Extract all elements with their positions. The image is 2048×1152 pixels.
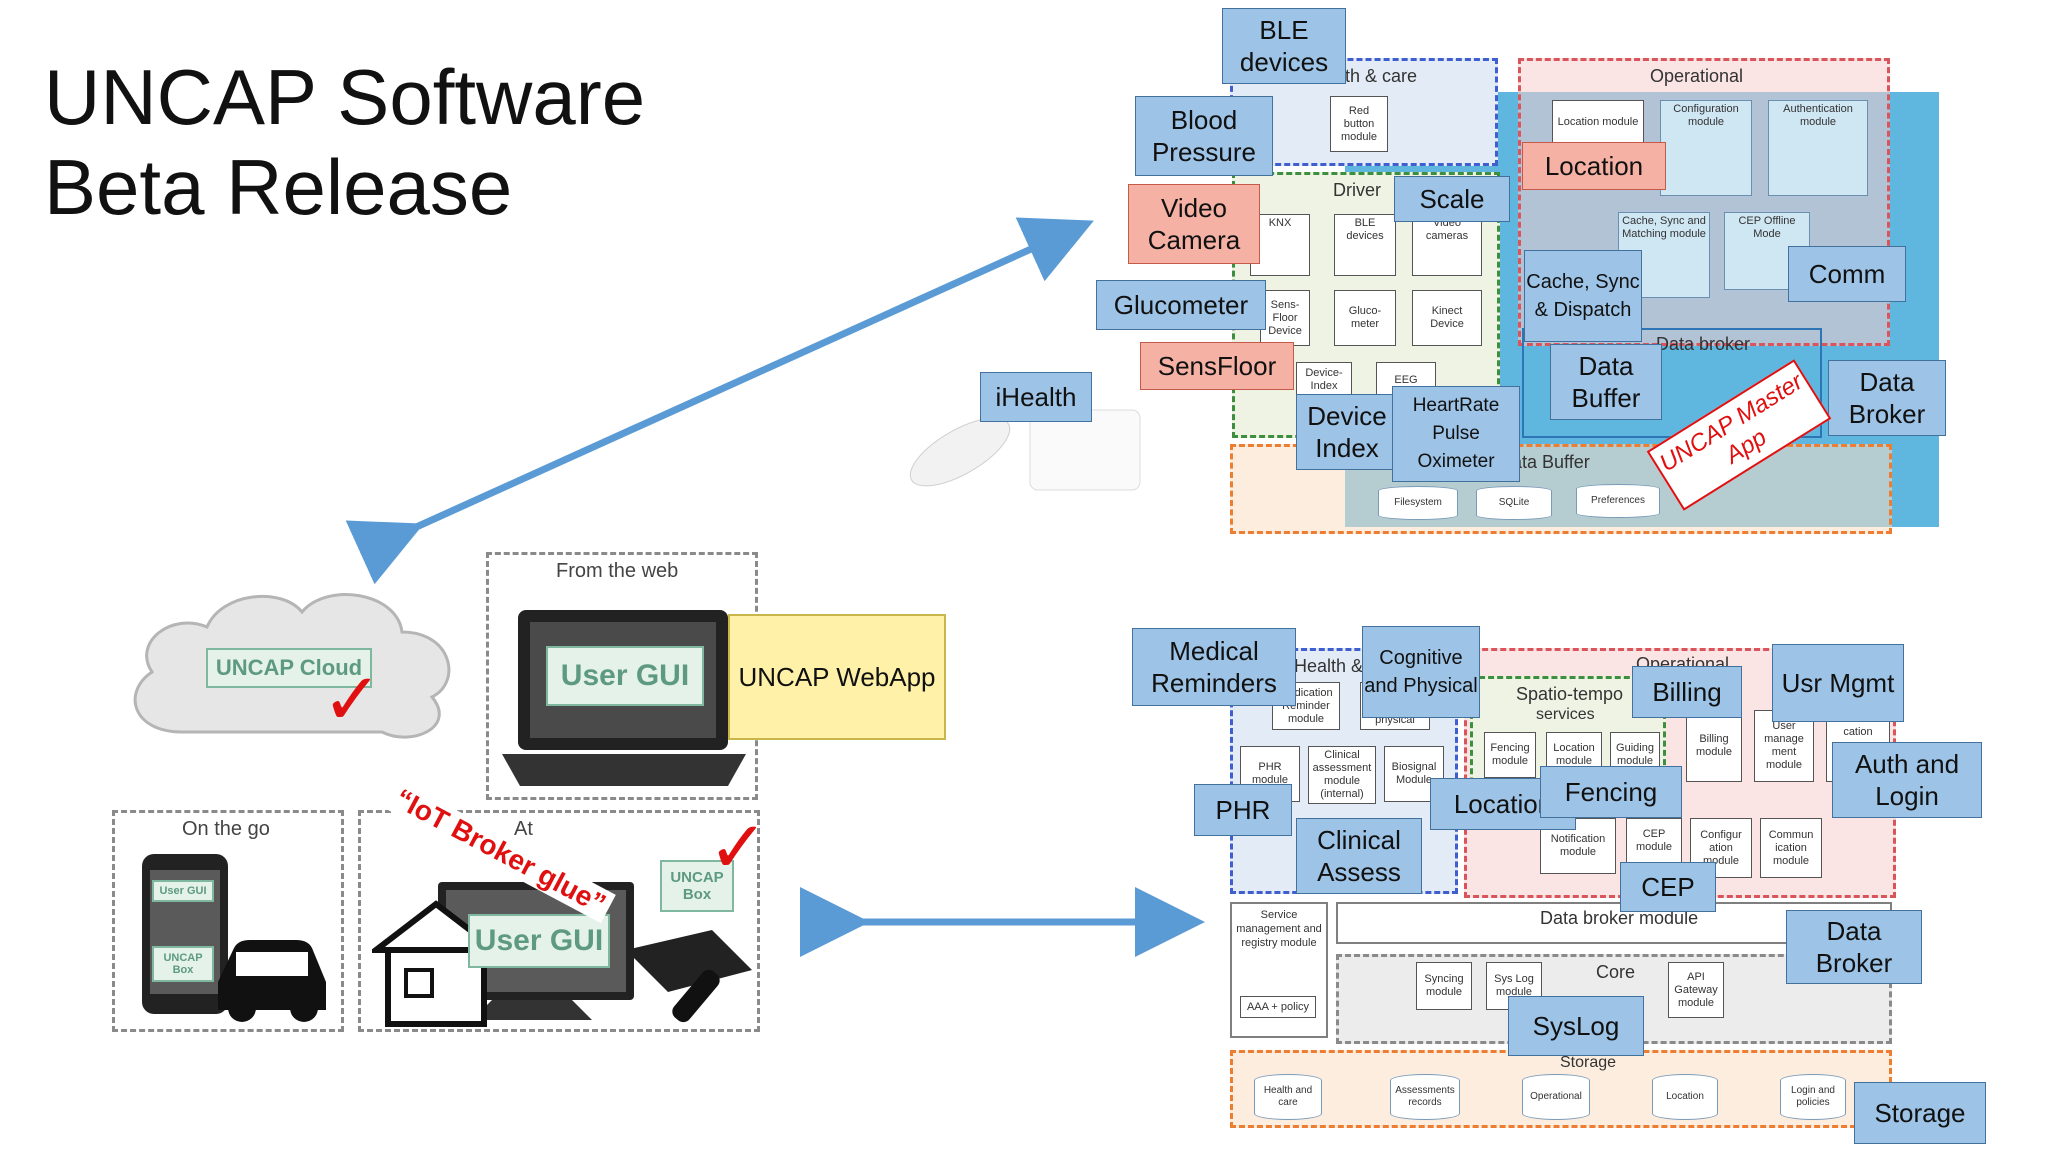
- video-cameras-module: Video cameras: [1412, 214, 1482, 276]
- data-buffer-callout: Data Buffer: [1550, 344, 1662, 420]
- clinical-assess-callout: Clinical Assess: [1296, 818, 1422, 894]
- data-broker-callout-bottom: Data Broker: [1786, 910, 1922, 984]
- sensfloor-device-module: Sens-Floor Device: [1260, 290, 1310, 346]
- location-module: Location module: [1552, 100, 1644, 144]
- service-management-label: Service management and registry module: [1236, 909, 1322, 949]
- aaa-policy-module: AAA + policy: [1240, 996, 1316, 1018]
- ble-devices-module: BLE devices: [1334, 214, 1396, 276]
- data-buffer-label: ata Buffer: [1512, 452, 1590, 472]
- user-management-callout: Usr Mgmt: [1772, 644, 1904, 722]
- medical-reminders-callout: Medical Reminders: [1132, 628, 1296, 706]
- spatio-temporal-label: Spatio-tempo: [1516, 684, 1624, 704]
- on-the-go-label: On the go: [182, 818, 270, 840]
- storage-label: Storage: [1560, 1054, 1617, 1071]
- assessments-store: Assessments records: [1390, 1074, 1460, 1120]
- on-the-go-group: [112, 810, 344, 1032]
- core-label: Core: [1596, 962, 1636, 982]
- title-line-1: UNCAP Software: [44, 53, 646, 141]
- configuration-module: Configuration module: [1660, 100, 1752, 196]
- authentication-module: Authentication module: [1768, 100, 1868, 196]
- service-management-box: [1230, 902, 1328, 1038]
- box-check-icon: ✓: [708, 808, 769, 888]
- glucometer-callout: Glucometer: [1096, 280, 1266, 330]
- sensfloor-callout: SensFloor: [1140, 342, 1294, 390]
- syslog-callout: SysLog: [1508, 996, 1644, 1056]
- page-title: UNCAP Software Beta Release: [44, 52, 645, 232]
- location-store: Location: [1652, 1074, 1718, 1120]
- video-camera-callout: Video Camera: [1128, 184, 1260, 264]
- user-management-module: User manage ment module: [1754, 710, 1814, 782]
- phr-callout: PHR: [1194, 784, 1292, 836]
- web-user-gui-tag: User GUI: [546, 646, 704, 706]
- comm-callout: Comm: [1788, 246, 1906, 302]
- health-care-store: Health and care: [1254, 1074, 1322, 1120]
- billing-module: Billing module: [1686, 710, 1742, 782]
- cep-callout: CEP: [1620, 862, 1716, 912]
- cep-module: CEP module: [1626, 818, 1682, 864]
- red-button-module: Red button module: [1330, 96, 1388, 152]
- filesystem-store: Filesystem: [1378, 486, 1458, 520]
- home-user-gui-tag: User GUI: [468, 914, 610, 968]
- data-broker-module-label: Data broker module: [1540, 908, 1699, 928]
- services-label: services: [1536, 706, 1595, 723]
- preferences-store: Preferences: [1576, 484, 1660, 518]
- title-line-2: Beta Release: [44, 143, 513, 231]
- location-callout: Location: [1522, 142, 1666, 190]
- kinect-module: Kinect Device: [1412, 290, 1482, 346]
- fencing-callout: Fencing: [1540, 766, 1682, 818]
- operational-store: Operational: [1522, 1074, 1590, 1120]
- cloud-to-master-app-arrow: [345, 217, 1094, 585]
- login-policies-store: Login and policies: [1780, 1074, 1846, 1120]
- fencing-module: Fencing module: [1484, 732, 1536, 778]
- data-broker-label: Data broker: [1656, 334, 1751, 354]
- drivers-label: Driver: [1333, 180, 1381, 200]
- medication-reminder-module: Medication Reminder module: [1272, 682, 1340, 730]
- phone-user-gui-tag: User GUI: [152, 880, 214, 902]
- health-label: Health &: [1294, 656, 1364, 676]
- sqlite-store: SQLite: [1476, 486, 1552, 520]
- cache-sync-dispatch-callout: Cache, Sync & Dispatch: [1524, 250, 1642, 342]
- communication-module: Commun ication module: [1760, 818, 1822, 878]
- glucometer-module: Gluco-meter: [1334, 290, 1396, 346]
- health-care-label: th & care: [1345, 66, 1418, 86]
- ihealth-callout: iHealth: [980, 372, 1092, 422]
- uncap-cloud-tag: UNCAP Cloud: [206, 648, 372, 688]
- storage-callout: Storage: [1854, 1082, 1986, 1144]
- ihealth-device-image: [909, 409, 1141, 491]
- phone-uncap-box-tag: UNCAP Box: [152, 946, 214, 982]
- clinical-assessment-module: Clinical assessment module (internal): [1308, 746, 1376, 804]
- data-broker-callout: Data Broker: [1828, 360, 1946, 436]
- cloud-check-icon: ✓: [322, 660, 383, 740]
- at-home-group: [358, 810, 760, 1032]
- home-uncap-box-tag: UNCAP Box: [660, 860, 734, 912]
- heartrate-callout: HeartRate Pulse Oximeter: [1392, 386, 1520, 482]
- at-home-label: At: [514, 818, 533, 840]
- cognitive-physical-callout: Cognitive and Physical: [1362, 626, 1480, 718]
- configuration-module-bottom: Configur ation module: [1690, 818, 1752, 878]
- phone-and-car-image: [142, 854, 326, 1022]
- device-index-module: Device-Index: [1296, 362, 1352, 398]
- blood-pressure-callout: Blood Pressure: [1135, 96, 1273, 176]
- syncing-module: Syncing module: [1416, 962, 1472, 1010]
- ble-devices-callout: BLE devices: [1222, 8, 1346, 84]
- scale-callout: Scale: [1394, 176, 1510, 222]
- auth-login-callout: Auth and Login: [1832, 742, 1982, 818]
- billing-callout: Billing: [1632, 666, 1742, 718]
- webapp-box: UNCAP WebApp: [728, 614, 946, 740]
- from-web-label: From the web: [556, 560, 679, 582]
- api-gateway-module: API Gateway module: [1668, 962, 1724, 1018]
- device-index-callout: Device Index: [1296, 394, 1398, 470]
- operational-label: Operational: [1650, 66, 1744, 86]
